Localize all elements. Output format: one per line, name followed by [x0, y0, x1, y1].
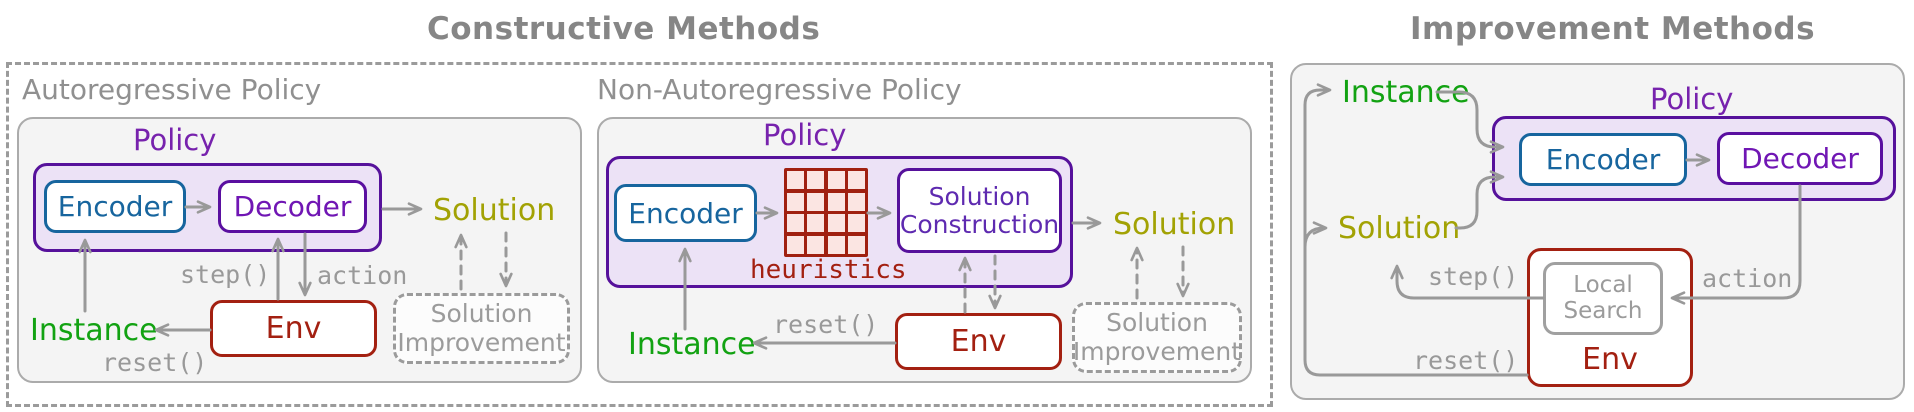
ar-si-line2: Improvement — [397, 327, 566, 357]
imp-local-search-box: Local Search — [1543, 262, 1663, 335]
nar-encoder-label: Encoder — [628, 196, 743, 230]
heuristics-grid-cell — [848, 235, 865, 254]
heuristics-grid-cell — [848, 214, 865, 233]
ar-action-label: action — [317, 261, 408, 290]
imp-solution-label: Solution — [1338, 211, 1461, 246]
nar-solution-construction-box: Solution Construction — [897, 168, 1062, 253]
heuristics-grid — [784, 168, 868, 257]
ar-solution-improvement-box: Solution Improvement — [393, 293, 570, 364]
imp-policy-label: Policy — [1650, 82, 1734, 116]
heuristics-grid-cell — [827, 192, 845, 211]
non-autoregressive-panel-label: Non-Autoregressive Policy — [597, 73, 962, 106]
ar-solution-improvement-label: Solution Improvement — [397, 298, 566, 358]
ar-reset-label: reset() — [102, 348, 208, 377]
nar-solution-improvement-label: Solution Improvement — [1072, 307, 1242, 367]
nar-reset-label: reset() — [773, 310, 879, 339]
imp-step-label: step() — [1428, 262, 1519, 291]
heuristics-label: heuristics — [750, 255, 907, 285]
nar-env-box: Env — [895, 313, 1062, 370]
constructive-methods-title: Constructive Methods — [427, 11, 821, 47]
ar-decoder-label: Decoder — [233, 190, 352, 223]
imp-encoder-box: Encoder — [1519, 133, 1687, 186]
nar-sc-line1: Solution — [928, 182, 1031, 211]
imp-action-label: action — [1702, 264, 1793, 293]
nar-encoder-box: Encoder — [614, 184, 757, 242]
autoregressive-panel-label: Autoregressive Policy — [22, 73, 322, 106]
imp-decoder-label: Decoder — [1741, 142, 1859, 175]
heuristics-grid-cell — [827, 214, 845, 233]
imp-local-search-label: Local Search — [1563, 272, 1643, 324]
heuristics-grid-cell — [787, 171, 804, 190]
ar-encoder-label: Encoder — [57, 190, 173, 223]
imp-ls-line2: Search — [1563, 297, 1643, 324]
imp-reset-label: reset() — [1413, 346, 1519, 375]
nar-instance-label: Instance — [628, 327, 756, 362]
heuristics-grid-cell — [827, 235, 845, 254]
nar-solution-improvement-box: Solution Improvement — [1072, 302, 1242, 373]
heuristics-grid-cell — [848, 171, 865, 190]
heuristics-grid-cell — [807, 171, 825, 190]
ar-instance-label: Instance — [30, 313, 158, 348]
heuristics-grid-cell — [827, 171, 845, 190]
heuristics-grid-cell — [807, 192, 825, 211]
imp-decoder-box: Decoder — [1717, 132, 1883, 185]
ar-si-line1: Solution — [430, 298, 533, 328]
heuristics-grid-cell — [807, 214, 825, 233]
heuristics-grid-cell — [787, 214, 804, 233]
heuristics-grid-cell — [787, 235, 804, 254]
nar-solution-label: Solution — [1113, 207, 1236, 242]
ar-policy-label: Policy — [133, 123, 217, 157]
nar-si-line1: Solution — [1106, 307, 1208, 337]
constructive-methods-frame — [6, 62, 1273, 407]
improvement-methods-title: Improvement Methods — [1410, 11, 1816, 47]
ar-decoder-box: Decoder — [218, 180, 367, 233]
nar-sc-line2: Construction — [899, 209, 1060, 239]
heuristics-grid-cell — [848, 192, 865, 211]
nar-env-label: Env — [950, 324, 1007, 359]
imp-encoder-label: Encoder — [1545, 143, 1661, 176]
heuristics-grid-cell — [807, 235, 825, 254]
ar-env-box: Env — [210, 300, 377, 357]
nar-policy-label: Policy — [763, 118, 847, 152]
imp-ls-line1: Local — [1573, 272, 1633, 299]
imp-env-label: Env — [1582, 342, 1638, 377]
nar-solution-construction-label: Solution Construction — [900, 183, 1059, 238]
ar-solution-label: Solution — [433, 193, 556, 228]
nar-si-line2: Improvement — [1072, 336, 1242, 366]
heuristics-grid-cell — [787, 192, 804, 211]
ar-encoder-box: Encoder — [44, 180, 186, 233]
ar-env-label: Env — [265, 311, 322, 346]
ar-step-label: step() — [180, 260, 271, 289]
imp-instance-label: Instance — [1342, 75, 1470, 110]
